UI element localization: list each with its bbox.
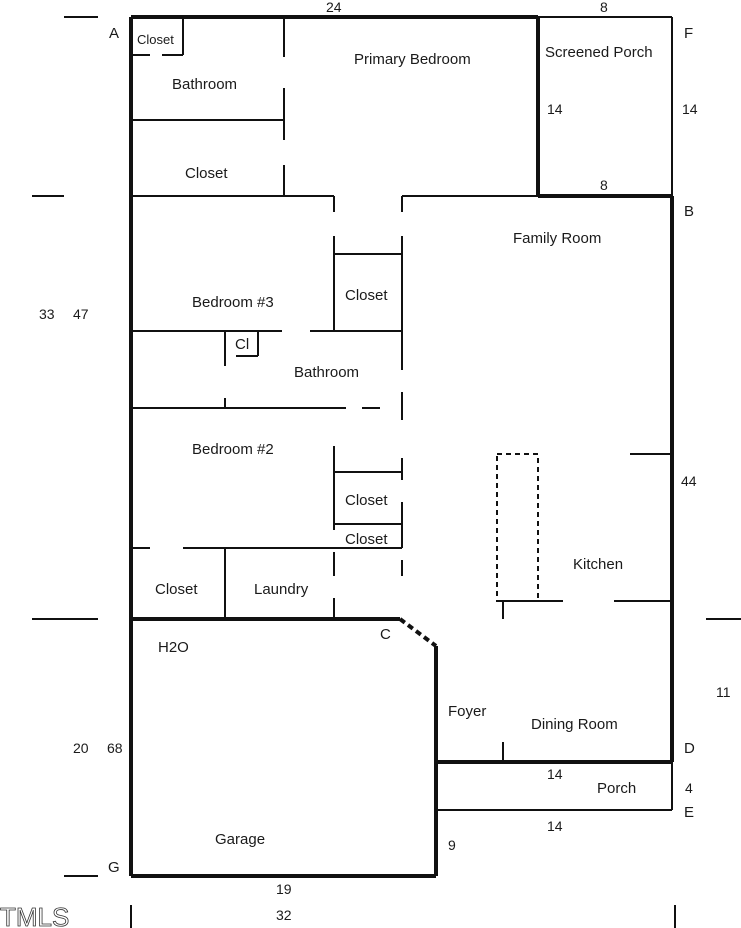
room-primary-bedroom: Primary Bedroom [354,51,471,68]
dim-top-24: 24 [326,0,342,15]
dimension-labels: 24 8 14 14 8 33 47 44 11 20 68 14 4 14 9… [39,0,731,923]
dim-top-8: 8 [600,0,608,15]
room-closet-top: Closet [137,32,174,47]
front-porch-walls [436,762,673,811]
room-closet-mid: Closet [345,287,388,304]
dim-porch-14-top: 14 [547,766,563,782]
corner-d: D [684,740,695,757]
room-screened-porch: Screened Porch [545,44,653,61]
room-cl: Cl [235,336,249,353]
dim-porch-14-left: 14 [547,101,563,117]
screened-porch-walls [538,16,673,196]
room-bedroom-3: Bedroom #3 [192,294,274,311]
corner-labels: A B C D E F G [108,25,695,876]
room-kitchen: Kitchen [573,556,623,573]
corner-f: F [684,25,693,42]
dim-porch-8-bottom: 8 [600,177,608,193]
room-h2o: H2O [158,639,189,656]
dim-bottom-32: 32 [276,907,292,923]
room-foyer: Foyer [448,703,486,720]
dim-porch-14-bottom: 14 [547,818,563,834]
dim-left-20: 20 [73,740,89,756]
room-garage: Garage [215,831,265,848]
dim-bottom-19: 19 [276,881,292,897]
dim-garage-9: 9 [448,837,456,853]
dim-right-44: 44 [681,473,697,489]
dimension-marks [32,16,741,928]
corner-b: B [684,203,694,220]
room-closet-low: Closet [155,581,198,598]
dim-porch-4: 4 [685,780,693,796]
corner-a: A [109,25,119,42]
dim-right-11: 11 [716,684,731,700]
corner-c: C [380,626,391,643]
dim-left-47: 47 [73,306,89,322]
corner-g: G [108,859,120,876]
room-bathroom-mid: Bathroom [294,364,359,381]
corner-e: E [684,804,694,821]
dim-left-33: 33 [39,306,55,322]
room-bathroom-top: Bathroom [172,76,237,93]
dim-porch-14-right: 14 [682,101,698,117]
room-porch: Porch [597,780,636,797]
watermark: TMLS [0,902,69,928]
room-bedroom-2: Bedroom #2 [192,441,274,458]
room-laundry: Laundry [254,581,309,598]
room-labels: Closet Bathroom Primary Bedroom Screened… [137,32,653,848]
room-closet-b2a: Closet [345,492,388,509]
room-family-room: Family Room [513,230,601,247]
room-closet-b2b: Closet [345,531,388,548]
room-closet-primary: Closet [185,165,228,182]
interior-walls [131,17,672,762]
exterior-walls [129,15,674,878]
room-dining-room: Dining Room [531,716,618,733]
dim-left-68: 68 [107,740,123,756]
